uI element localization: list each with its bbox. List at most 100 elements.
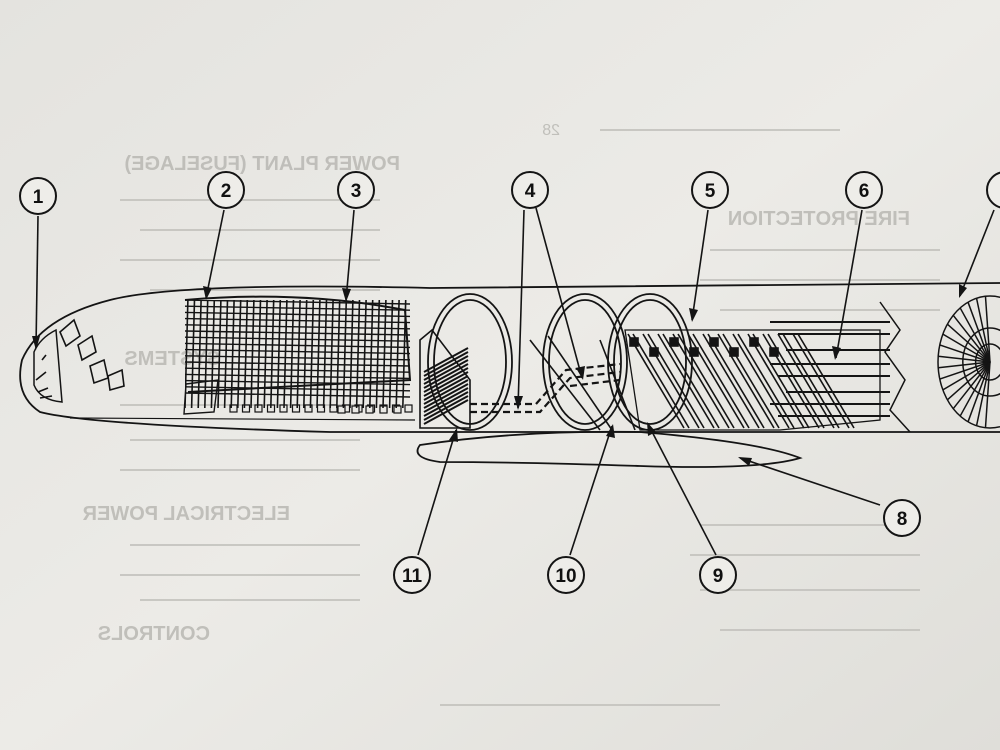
frame <box>217 300 222 409</box>
callout-9-label: 9 <box>713 566 724 587</box>
callout-4: 4 <box>511 171 549 209</box>
bulkhead-rim <box>937 295 1000 429</box>
hatch-line <box>423 355 469 381</box>
hatch-line <box>423 387 469 413</box>
hatch-line <box>423 351 469 377</box>
callout-1-label: 1 <box>33 187 44 208</box>
frame <box>210 300 216 409</box>
frame <box>395 300 400 409</box>
bulkhead-radial <box>952 314 991 363</box>
hatch-line <box>423 347 469 373</box>
hatch-line <box>423 399 469 425</box>
beam <box>702 333 760 429</box>
callout-6-label: 6 <box>859 181 870 202</box>
frame <box>185 300 189 409</box>
beam <box>717 333 775 429</box>
window <box>254 404 263 413</box>
callout-11: 11 <box>393 556 431 594</box>
beam <box>747 333 805 429</box>
window <box>291 404 301 413</box>
beam <box>632 333 690 429</box>
beam-bracket <box>749 337 759 347</box>
bulkhead-radial <box>984 296 991 363</box>
ghost-heading-electric: ELECTRICAL POWER <box>82 503 290 525</box>
callout-3-label: 3 <box>351 181 362 202</box>
hatch-line <box>423 367 469 393</box>
frame <box>369 300 374 409</box>
bulkhead-radial <box>946 323 991 363</box>
stringer <box>185 300 410 305</box>
callout-2: 2 <box>207 171 245 209</box>
cockpit-windows <box>59 318 125 392</box>
beam-bracket <box>649 347 659 357</box>
bulkhead-radial <box>942 333 991 363</box>
ghost-heading-controls: CONTROLS <box>98 623 210 645</box>
window <box>329 404 338 413</box>
bulkhead-radial <box>975 361 991 426</box>
bulkhead-radial <box>975 298 991 363</box>
bulkhead-radial <box>984 361 991 428</box>
callout-5: 5 <box>691 171 729 209</box>
window <box>316 404 326 413</box>
stringer <box>185 324 410 330</box>
hatch-line <box>423 359 469 385</box>
beam <box>677 333 735 429</box>
stringer <box>185 311 410 318</box>
air-duct <box>470 362 621 414</box>
hatch-line <box>423 391 469 417</box>
show-through-text: POWER PLANT (FUSELAGE) SYSTEMS ELECTRICA… <box>82 122 940 706</box>
stringer <box>185 386 410 392</box>
floor-beams <box>627 333 855 429</box>
bulkhead-radial <box>938 355 991 363</box>
callout-10: 10 <box>547 556 585 594</box>
frame <box>197 300 202 409</box>
stringer <box>185 392 410 398</box>
stringer <box>185 305 410 311</box>
bulkhead-radial <box>959 307 991 363</box>
beam-bracket <box>709 337 719 347</box>
ghost-heading-fire: FIRE PROTECTION <box>728 208 910 230</box>
passenger-windows <box>229 404 413 414</box>
hatch-line <box>423 383 469 409</box>
frame <box>388 300 394 409</box>
instrument-panel <box>35 354 53 399</box>
bulkhead-radial <box>959 361 991 417</box>
leader-lines <box>35 207 995 556</box>
callout-8-label: 8 <box>897 509 908 530</box>
callout-6: 6 <box>845 171 883 209</box>
bulkhead-radial <box>942 361 991 391</box>
beam <box>662 333 720 429</box>
beam <box>707 333 765 429</box>
bulkhead-radial <box>952 361 991 410</box>
hatch-line <box>423 379 469 405</box>
aft-stringers <box>770 321 890 417</box>
beam-bracket <box>669 337 679 347</box>
window <box>229 404 238 413</box>
stringer <box>185 336 410 342</box>
bulkhead-radial <box>939 344 991 363</box>
bulkhead-ring <box>974 343 1000 381</box>
window <box>393 405 402 414</box>
stringer <box>185 348 410 355</box>
callout-5-label: 5 <box>705 181 716 202</box>
beam <box>737 333 795 429</box>
skin-frames-stringers <box>185 300 410 409</box>
stringer <box>185 355 410 361</box>
frame <box>263 300 268 409</box>
ghost-heading-power: POWER PLANT (FUSELAGE) <box>124 153 400 175</box>
center-bracing <box>529 335 636 431</box>
window <box>337 405 346 414</box>
stringer <box>185 342 410 349</box>
beam <box>732 333 790 429</box>
beam <box>657 333 715 429</box>
frame <box>375 300 381 409</box>
fuselage-outline <box>19 282 1000 433</box>
bulkhead-radial <box>967 301 991 363</box>
callout-4-label: 4 <box>525 181 536 202</box>
beam <box>672 333 730 429</box>
window <box>241 404 251 413</box>
bulkhead-radial <box>946 361 991 401</box>
hatch-line <box>423 371 469 397</box>
beam-bracket <box>729 347 739 357</box>
window <box>304 404 313 413</box>
